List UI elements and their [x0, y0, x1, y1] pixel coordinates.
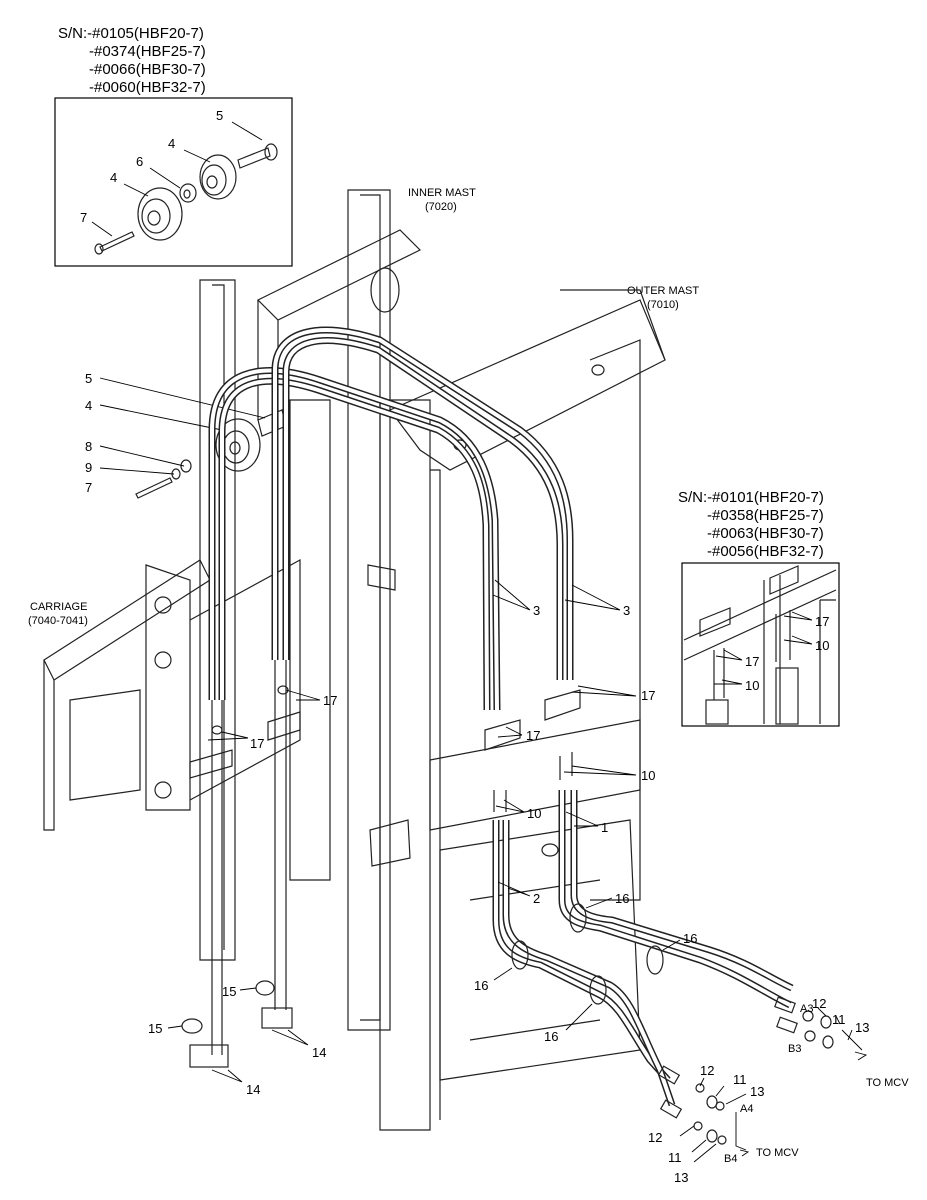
- port-b4-label: B4: [724, 1153, 737, 1165]
- callout-9: 9: [85, 460, 92, 475]
- callout-5: 5: [85, 371, 92, 386]
- callout-10: 10: [745, 678, 759, 693]
- serial-note-line-2: -#0358(HBF25-7): [707, 507, 824, 524]
- serial-note-line-3: -#0066(HBF30-7): [89, 61, 206, 78]
- bolt-part-5: [237, 143, 278, 169]
- callout-3: 3: [623, 603, 630, 618]
- callout-6: 6: [136, 154, 143, 169]
- clamp-17-group-left: [189, 685, 301, 779]
- callout-7: 7: [85, 480, 92, 495]
- callout-14: 14: [312, 1045, 326, 1060]
- sheave-part-4-lower: [137, 187, 183, 241]
- callout-4: 4: [85, 398, 92, 413]
- inner-mast: [199, 189, 422, 1031]
- serial-note-line-4: -#0056(HBF32-7): [707, 543, 824, 560]
- detail-box-right: S/N:-#0101(HBF20-7) -#0358(HBF25-7) -#00…: [678, 489, 840, 727]
- hose-3-left-pair: [208, 367, 501, 711]
- callout-3: 3: [533, 603, 540, 618]
- hose-3-right-pair: [271, 326, 574, 680]
- callout-4: 4: [110, 170, 117, 185]
- callout-17: 17: [815, 614, 829, 629]
- outer-mast-label: OUTER MAST: [627, 285, 699, 297]
- callout-12: 12: [648, 1130, 662, 1145]
- port-a3-label: A3: [800, 1003, 813, 1015]
- outer-mast-code: (7010): [647, 299, 679, 311]
- serial-note-line-1: S/N:-#0105(HBF20-7): [58, 25, 204, 42]
- callout-5: 5: [216, 108, 223, 123]
- serial-note-line-2: -#0374(HBF25-7): [89, 43, 206, 60]
- to-mcv-label: TO MCV: [756, 1147, 799, 1159]
- callout-11: 11: [733, 1072, 747, 1087]
- outer-mast: [367, 289, 666, 1131]
- bolt-part-7: [94, 231, 135, 255]
- callout-17: 17: [323, 693, 337, 708]
- callout-13: 13: [750, 1084, 764, 1099]
- detail-box-upper: S/N:-#0105(HBF20-7) -#0374(HBF25-7) -#00…: [54, 25, 293, 267]
- callout-12: 12: [812, 996, 826, 1011]
- callout-17: 17: [526, 728, 540, 743]
- serial-note-line-4: -#0060(HBF32-7): [89, 79, 206, 96]
- callout-16: 16: [474, 978, 488, 993]
- carriage-code: (7040-7041): [28, 615, 88, 627]
- callout-14: 14: [246, 1082, 260, 1097]
- serial-note-line-3: -#0063(HBF30-7): [707, 525, 824, 542]
- callout-10: 10: [815, 638, 829, 653]
- callout-17: 17: [641, 688, 655, 703]
- callout-7: 7: [80, 210, 87, 225]
- sheave-part-4-upper: [199, 154, 237, 200]
- callout-10: 10: [527, 806, 541, 821]
- callout-11: 11: [832, 1012, 846, 1027]
- callout-4: 4: [168, 136, 175, 151]
- supply-hoses: [492, 790, 794, 1107]
- cylinder-lines-left: [181, 660, 293, 1068]
- serial-note-line-1: S/N:-#0101(HBF20-7): [678, 489, 824, 506]
- hose-clamps-16: [511, 903, 664, 1005]
- callout-12: 12: [700, 1063, 714, 1078]
- callout-10: 10: [641, 768, 655, 783]
- port-b3-label: B3: [788, 1043, 801, 1055]
- fittings-a3-b3: [774, 996, 868, 1061]
- callout-2: 2: [533, 891, 540, 906]
- callout-17: 17: [745, 654, 759, 669]
- callout-16: 16: [683, 931, 697, 946]
- port-a4-label: A4: [740, 1103, 753, 1115]
- inner-mast-code: (7020): [425, 201, 457, 213]
- callout-15: 15: [222, 984, 236, 999]
- to-mcv-label: TO MCV: [866, 1077, 909, 1089]
- carriage-label: CARRIAGE: [30, 601, 87, 613]
- callout-17: 17: [250, 736, 264, 751]
- callout-8: 8: [85, 439, 92, 454]
- callout-13: 13: [674, 1170, 688, 1185]
- fittings-a4-b4: [657, 1065, 750, 1157]
- washer-part-6: [179, 183, 197, 203]
- callout-11: 11: [668, 1150, 682, 1165]
- callout-13: 13: [855, 1020, 869, 1035]
- inner-mast-label: INNER MAST: [408, 187, 476, 199]
- callout-16: 16: [544, 1029, 558, 1044]
- callout-1: 1: [601, 820, 608, 835]
- callout-16: 16: [615, 891, 629, 906]
- callout-15: 15: [148, 1021, 162, 1036]
